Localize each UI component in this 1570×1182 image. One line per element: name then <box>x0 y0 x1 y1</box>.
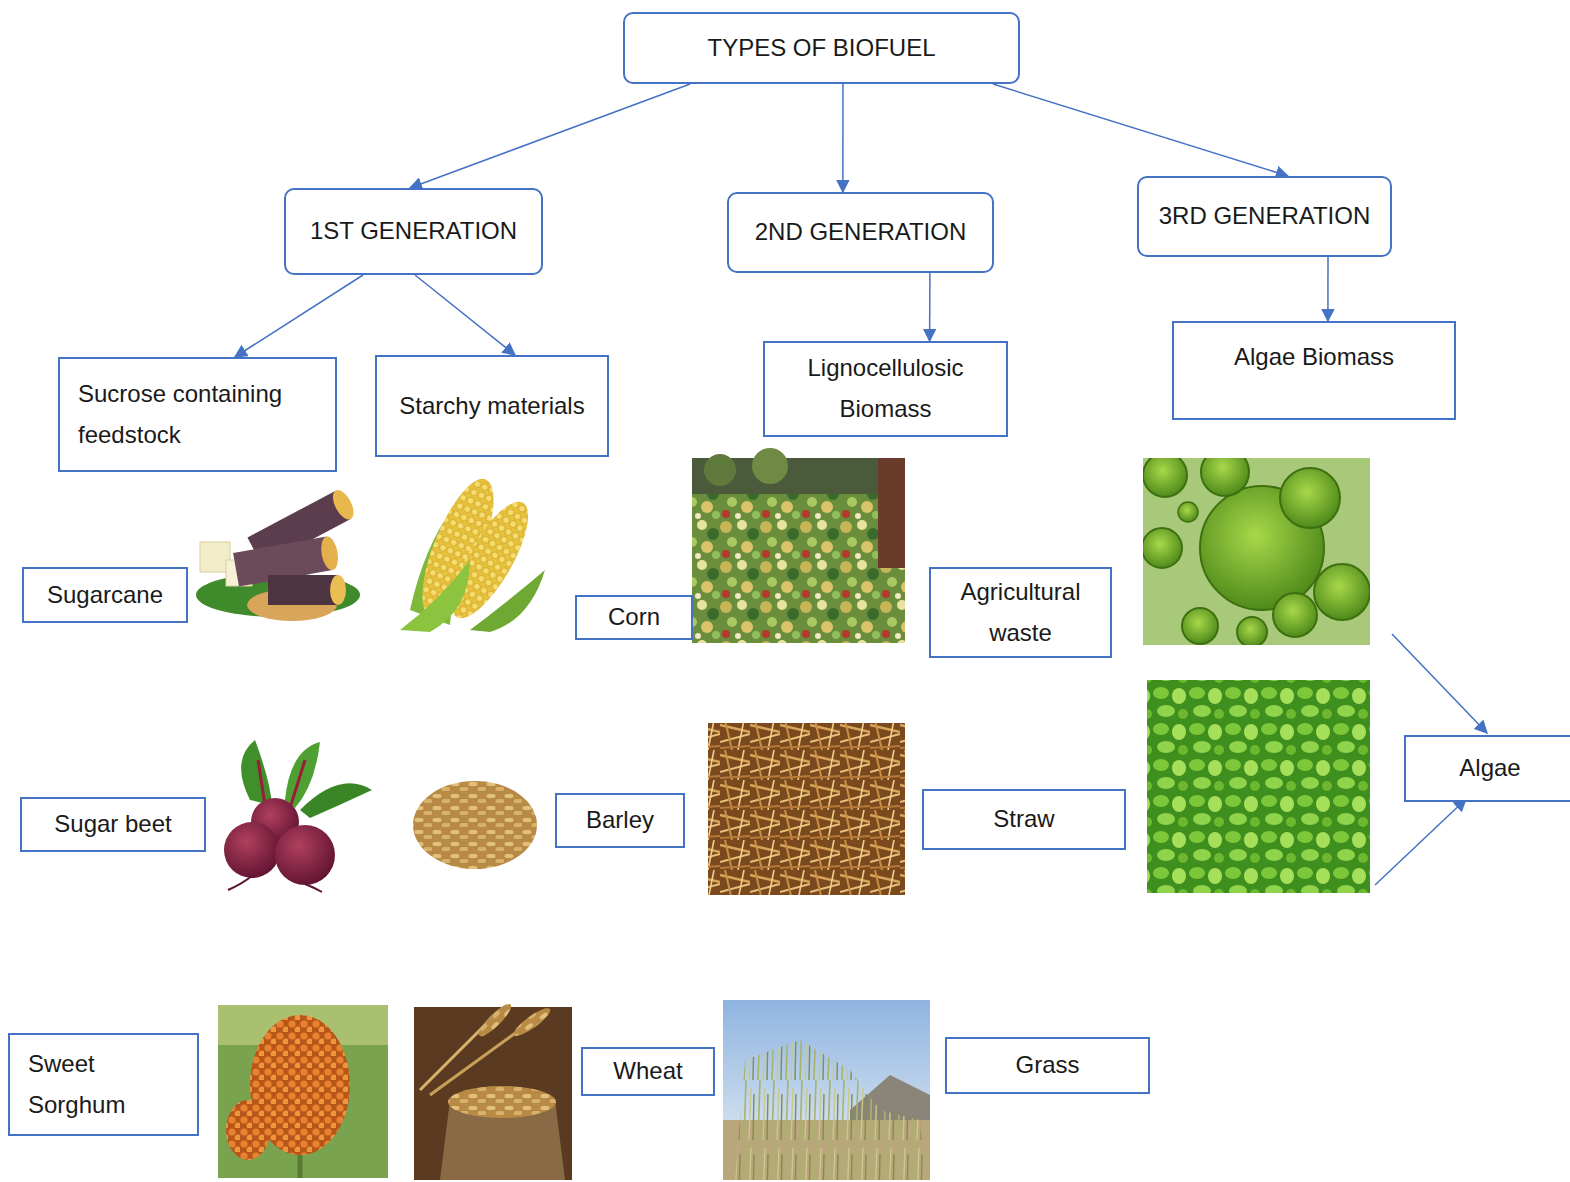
text-box: Sugarcane <box>22 567 188 623</box>
text-box: TYPES OF BIOFUEL <box>623 12 1020 84</box>
wheat-picture <box>414 1000 572 1180</box>
text-box: Grass <box>945 1037 1150 1094</box>
box-label: Straw <box>993 799 1054 840</box>
connector-arrow <box>993 84 1288 176</box>
sugarcane-picture <box>196 487 360 621</box>
text-box: Starchy materials <box>375 355 609 457</box>
sweet-sorghum-picture <box>218 1005 388 1178</box>
algae-mat-picture <box>1147 680 1370 893</box>
box-label: 2ND GENERATION <box>755 212 967 253</box>
connector-arrow <box>842 84 844 192</box>
text-box: Barley <box>555 793 685 848</box>
text-box: Sweet Sorghum <box>8 1033 199 1136</box>
box-label: 3RD GENERATION <box>1159 196 1371 237</box>
box-label: Lignocellulosic Biomass <box>777 348 994 430</box>
algae-cells-picture <box>1143 458 1370 645</box>
grass-picture <box>723 1000 930 1180</box>
box-label: Sugarcane <box>47 575 163 616</box>
box-label: Grass <box>1015 1045 1079 1086</box>
box-label: Starchy materials <box>399 386 584 427</box>
box-label: Algae <box>1459 748 1520 789</box>
box-label: Agricultural waste <box>943 572 1098 654</box>
text-box: 2ND GENERATION <box>727 192 994 273</box>
text-box: Sugar beet <box>20 797 206 852</box>
text-box: Lignocellulosic Biomass <box>763 341 1008 437</box>
box-label: Sugar beet <box>54 804 171 845</box>
connector-arrow <box>235 275 363 357</box>
corn-picture <box>400 470 545 632</box>
connector-arrow <box>410 84 690 188</box>
text-box: 1ST GENERATION <box>284 188 543 275</box>
text-box: Corn <box>575 595 693 640</box>
box-label: Sucrose containing feedstock <box>78 374 323 456</box>
barley-picture <box>413 781 537 869</box>
text-box: 3RD GENERATION <box>1137 176 1392 257</box>
text-box: Wheat <box>581 1047 715 1096</box>
box-label: Wheat <box>613 1051 682 1092</box>
text-box: Sucrose containing feedstock <box>58 357 337 472</box>
connector-arrow <box>929 273 931 341</box>
connector-arrow <box>415 275 515 355</box>
connector-arrow <box>1327 257 1329 321</box>
box-label: Sweet Sorghum <box>28 1044 185 1126</box>
agricultural-waste-picture <box>692 448 905 643</box>
text-box: Algae Biomass <box>1172 321 1456 420</box>
box-label: 1ST GENERATION <box>310 211 517 252</box>
box-label: Corn <box>608 597 660 638</box>
box-label: Algae Biomass <box>1234 337 1394 378</box>
box-label: Barley <box>586 800 654 841</box>
text-box: Straw <box>922 789 1126 850</box>
text-box: Algae <box>1404 735 1570 802</box>
text-box: Agricultural waste <box>929 567 1112 658</box>
straw-picture <box>708 723 905 895</box>
box-label: TYPES OF BIOFUEL <box>707 28 935 69</box>
sugar-beet-picture <box>224 740 372 892</box>
